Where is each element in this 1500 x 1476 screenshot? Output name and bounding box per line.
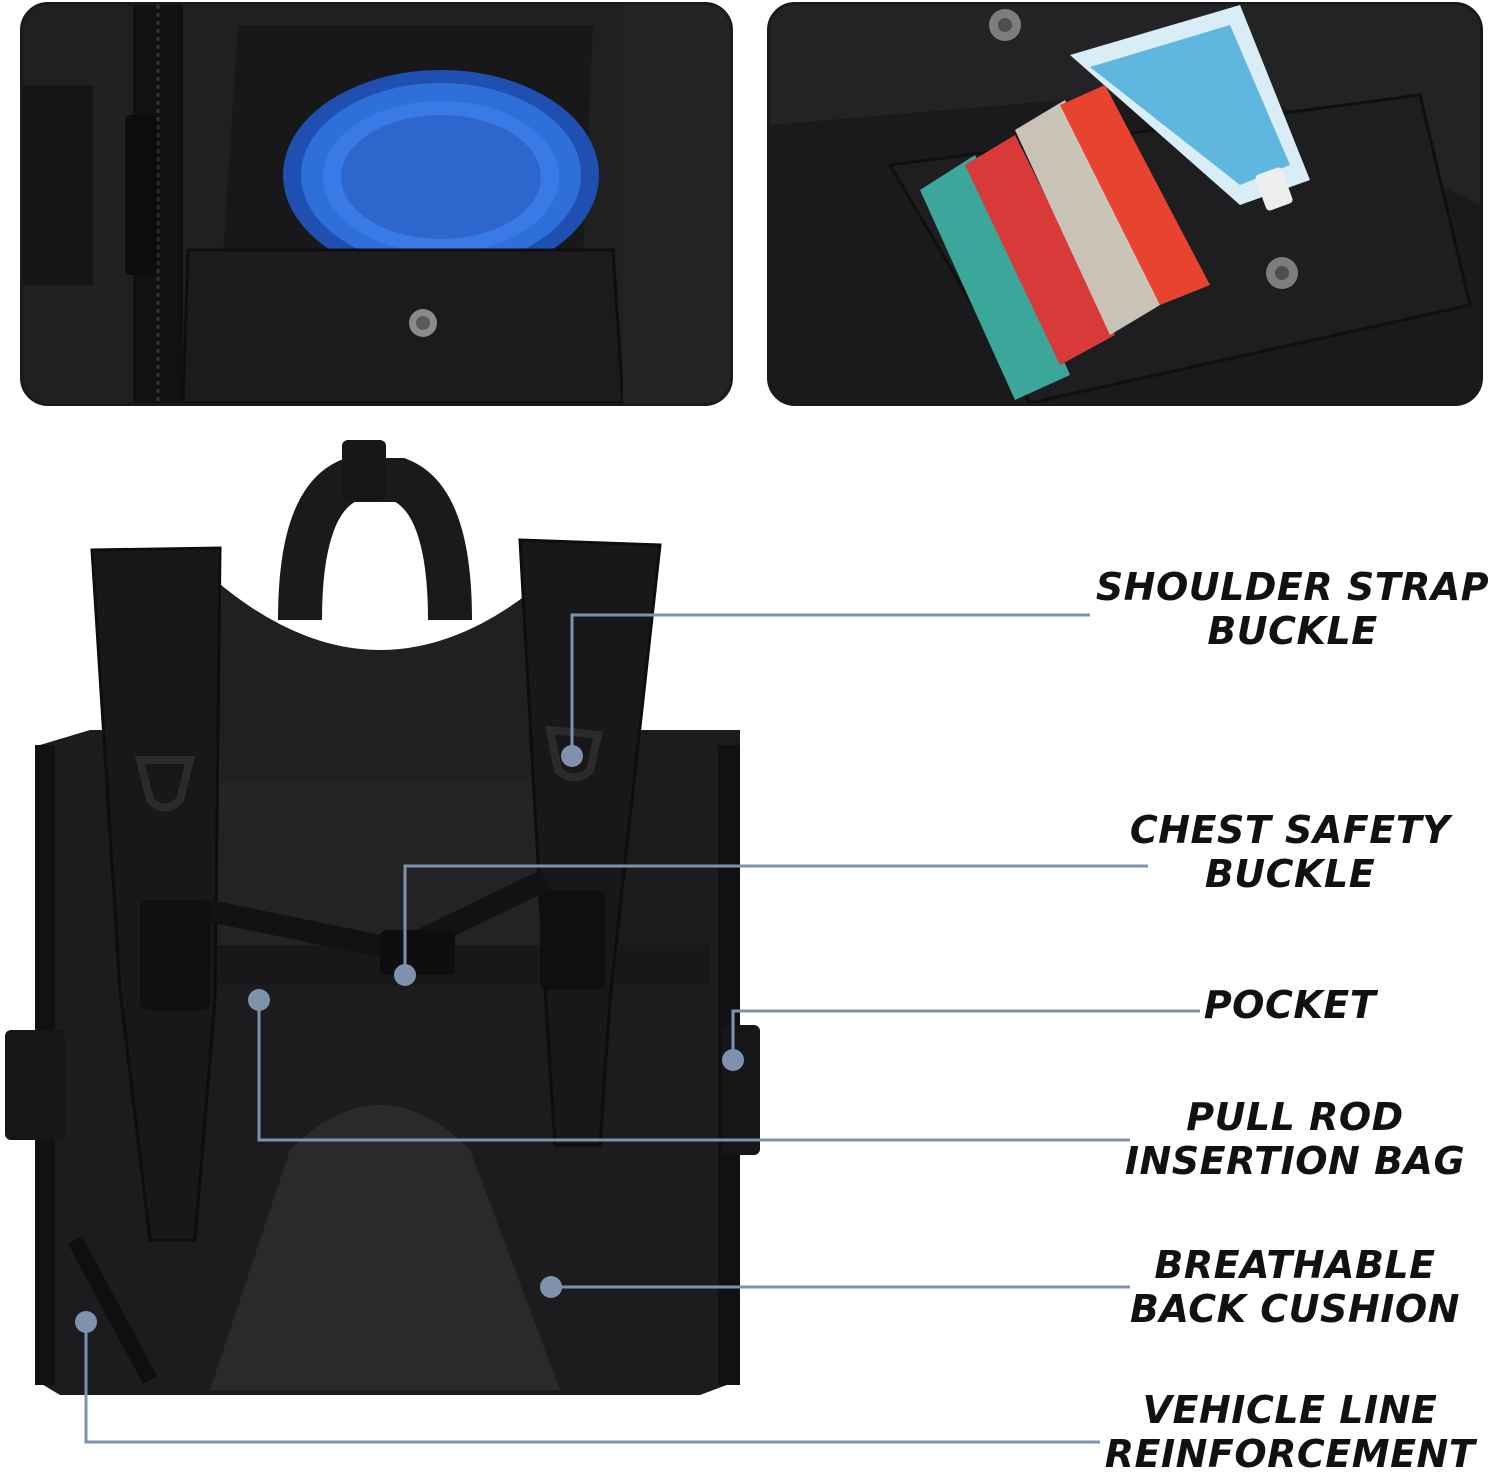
label-line: PULL ROD: [1186, 1095, 1404, 1139]
snack-pocket-detail-photo: [767, 2, 1483, 406]
right-strap-adjuster: [540, 890, 605, 990]
pocket-detail-illustration: [23, 5, 730, 403]
label-line: BUCKLE: [1207, 609, 1378, 653]
label-line: INSERTION BAG: [1124, 1139, 1466, 1183]
left-side-pocket: [5, 1030, 65, 1140]
back-cushion: [210, 1105, 560, 1390]
label-line: SHOULDER STRAP: [1095, 565, 1490, 609]
left-strap-adjuster: [140, 900, 210, 1010]
label-line: REINFORCEMENT: [1104, 1432, 1476, 1476]
side-flap: [23, 85, 93, 285]
snap-button-icon: [1266, 257, 1298, 289]
snack-pocket-illustration: [770, 5, 1480, 403]
label-line: CHEST SAFETY: [1129, 808, 1451, 852]
handle-loop: [342, 440, 386, 500]
collapsible-bowl-icon: [283, 70, 599, 280]
left-d-ring: [134, 756, 196, 812]
pet-snack-packets-icon: [920, 5, 1310, 400]
top-handle: [278, 458, 472, 621]
label-shoulder-strap-buckle: SHOULDER STRAP BUCKLE: [1085, 565, 1500, 653]
label-vehicle-line-reinforcement: VEHICLE LINE REINFORCEMENT: [1090, 1388, 1490, 1476]
zipper-pull: [125, 115, 157, 275]
label-line: VEHICLE LINE: [1142, 1388, 1438, 1432]
label-chest-safety-buckle: CHEST SAFETY BUCKLE: [1100, 808, 1480, 896]
left-shoulder-strap: [90, 546, 222, 1242]
label-line: POCKET: [1203, 983, 1377, 1027]
label-line: BACK CUSHION: [1130, 1287, 1460, 1331]
chest-buckle: [380, 930, 455, 975]
right-side-pocket: [722, 1025, 760, 1155]
label-line: BUCKLE: [1204, 852, 1376, 896]
label-pocket: POCKET: [1170, 983, 1410, 1027]
label-breathable-back-cushion: BREATHABLE BACK CUSHION: [1110, 1243, 1480, 1331]
snap-button-icon: [989, 9, 1021, 41]
right-d-ring: [545, 725, 603, 782]
snap-button-icon: [409, 309, 437, 337]
front-pocket: [181, 248, 625, 403]
label-pull-rod-insertion-bag: PULL ROD INSERTION BAG: [1100, 1095, 1490, 1183]
label-line: BREATHABLE: [1154, 1243, 1436, 1287]
pocket-detail-photo: [20, 2, 733, 406]
